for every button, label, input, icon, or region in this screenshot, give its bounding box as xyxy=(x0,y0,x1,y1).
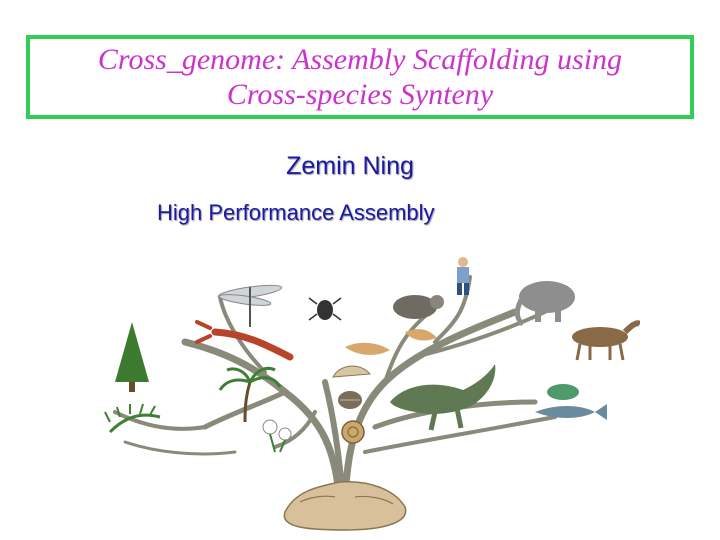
title-box: Cross_genome: Assembly Scaffolding using… xyxy=(26,35,694,119)
author-name: Zemin Ning xyxy=(286,152,414,180)
lobster-icon xyxy=(195,320,294,361)
fern-icon xyxy=(104,403,161,434)
slide-title-line-2: Cross-species Synteny xyxy=(226,78,494,111)
human-icon xyxy=(457,257,469,295)
horse-icon xyxy=(572,320,640,361)
bird-icon xyxy=(345,329,437,355)
dragonfly-icon xyxy=(217,284,283,327)
conifer-icon xyxy=(115,322,149,392)
ammonite-icon xyxy=(341,420,365,444)
slide-title-line-1: Cross_genome: Assembly Scaffolding using xyxy=(97,43,623,76)
roots-icon xyxy=(283,481,407,531)
raccoon-icon xyxy=(393,295,444,319)
elephant-icon xyxy=(514,281,575,327)
affiliation: High Performance Assembly xyxy=(157,200,435,225)
tree-of-life-illustration xyxy=(104,257,640,531)
shell-icon xyxy=(332,365,372,378)
palm-tree-icon xyxy=(218,366,282,423)
beetle-icon xyxy=(308,297,342,321)
dinosaur-icon xyxy=(390,364,496,431)
trilobite-icon xyxy=(338,391,362,409)
frog-icon xyxy=(547,384,579,400)
tree-branches xyxy=(113,275,557,506)
flower-icon xyxy=(262,419,292,453)
fish-icon xyxy=(535,404,607,420)
